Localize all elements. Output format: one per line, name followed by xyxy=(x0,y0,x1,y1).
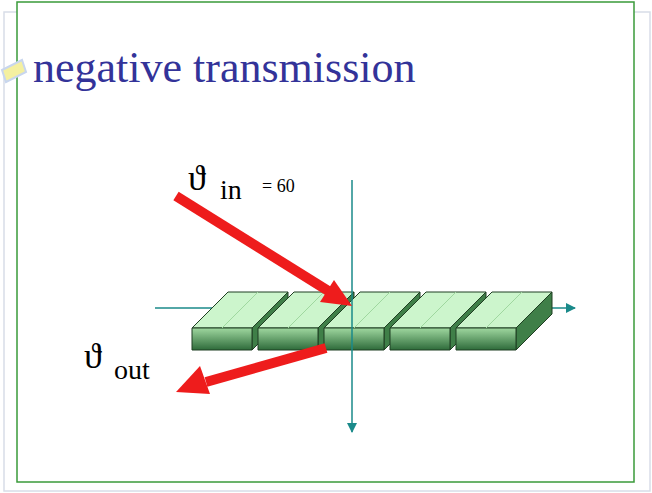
bar-edge xyxy=(222,292,258,328)
bar-face xyxy=(456,292,552,328)
slide-title: negative transmission xyxy=(33,46,416,90)
bar-edge xyxy=(486,292,522,328)
bar-face xyxy=(192,328,252,350)
theta-symbol: ϑ xyxy=(188,160,206,196)
bar-face xyxy=(258,328,318,350)
theta-symbol: ϑ xyxy=(84,338,102,374)
bar-face xyxy=(456,328,516,350)
angle-value: = 60 xyxy=(262,177,295,195)
transmitted-ray xyxy=(176,348,326,394)
corner-decoration xyxy=(2,60,26,82)
angle-subscript: in xyxy=(220,176,242,204)
bar-face xyxy=(390,328,450,350)
incident-ray xyxy=(176,196,352,306)
bar-face xyxy=(324,328,384,350)
grating-bars xyxy=(192,292,552,350)
bar-edge xyxy=(420,292,456,328)
slide-frame xyxy=(17,2,634,482)
bar-edge xyxy=(288,292,324,328)
bar-edge xyxy=(354,292,390,328)
angle-subscript: out xyxy=(114,356,150,384)
